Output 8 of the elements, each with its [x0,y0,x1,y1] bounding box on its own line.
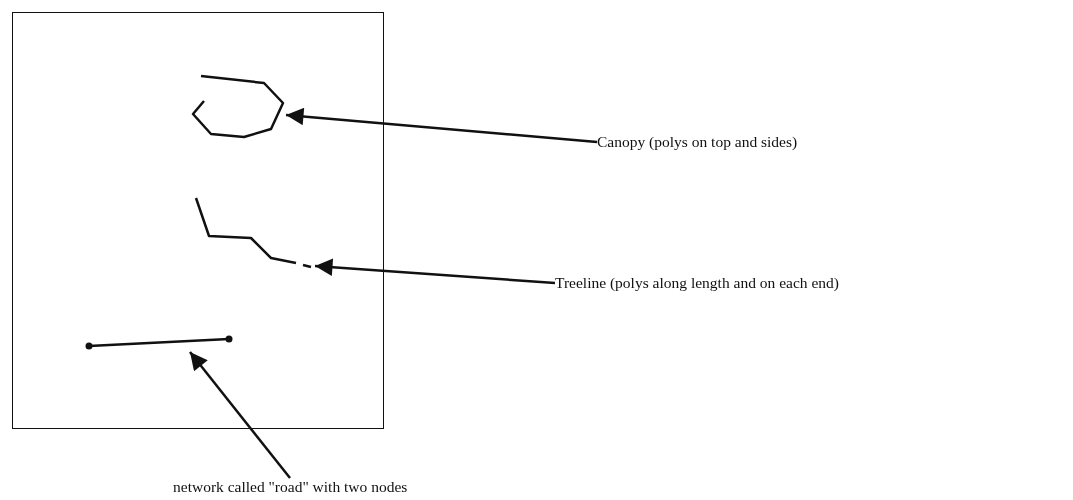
callout-label: Canopy (polys on top and sides) [597,133,798,151]
leader-arrow [314,258,556,285]
callout-label: network called "road" with two nodes [173,478,408,496]
leader-arrow [285,107,598,144]
canopy-outline-drawing [189,73,287,141]
leader-arrow [189,351,291,479]
callout-label: Treeline (polys along length and on each end) [555,274,839,292]
map-frame [12,12,384,429]
